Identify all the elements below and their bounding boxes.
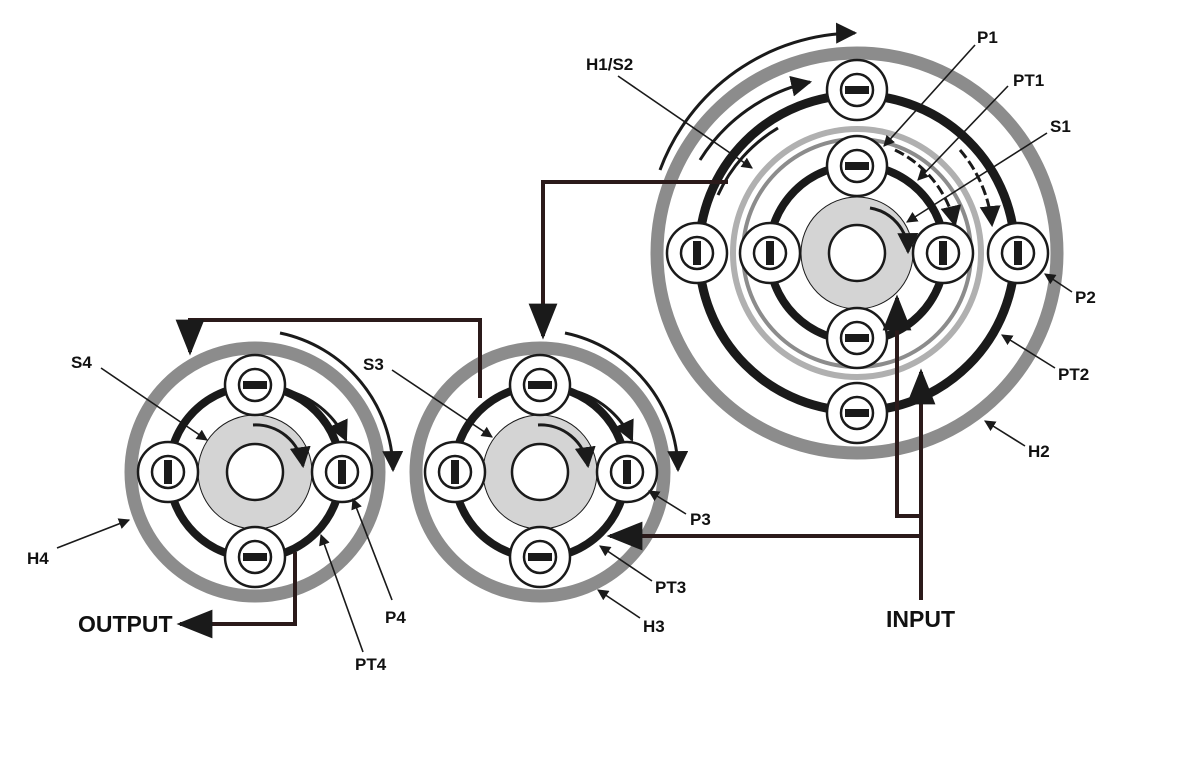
- gear-set-1-2: [650, 22, 1064, 460]
- leader-s4: [100, 367, 208, 441]
- flow-pt4-to-output: [176, 552, 297, 639]
- rotation-arrow-pt3: [577, 390, 634, 442]
- rotation-arrow-s1: [869, 206, 919, 255]
- label-h3: H3: [643, 617, 665, 636]
- leader-pt3: [599, 545, 653, 582]
- leader-p4: [351, 497, 393, 601]
- label-pt2: PT2: [1058, 365, 1089, 384]
- label-h1s2: H1/S2: [586, 55, 633, 74]
- rotation-arrow-s2: [958, 149, 1001, 228]
- label-p1: P1: [977, 28, 998, 47]
- rotation-arrow-s4: [252, 423, 311, 469]
- label-pt1: PT1: [1013, 71, 1044, 90]
- planet-p2-left: [665, 221, 729, 285]
- flow-input-to-s1: [882, 294, 923, 600]
- planet-p1-right: [911, 221, 975, 285]
- planet-p3-left: [423, 440, 487, 504]
- leader-s3: [391, 369, 493, 438]
- housing-h3: [409, 341, 671, 603]
- planet-p1-top: [825, 134, 889, 198]
- planet-p3-bottom: [508, 525, 572, 589]
- leader-h1s2: [617, 75, 753, 169]
- gear-set-3: [409, 331, 689, 603]
- label-output: OUTPUT: [78, 611, 173, 637]
- label-h2: H2: [1028, 442, 1050, 461]
- rotation-arrow-pt4: [291, 390, 348, 442]
- housing-h4: [124, 341, 386, 603]
- gear-set-4: [124, 331, 404, 603]
- planet-p4-bottom: [223, 525, 287, 589]
- planet-p1-bottom: [825, 306, 889, 370]
- labels: P1 PT1 S1 H1/S2 P2 PT2 H2 S3 P3 PT3 H3 S…: [27, 28, 1096, 674]
- label-h4: H4: [27, 549, 49, 568]
- rotation-arrow-pt1: [894, 148, 962, 228]
- rotation-arrow-h3: [564, 331, 689, 473]
- sun-s4-bore: [225, 442, 285, 502]
- planet-p4-top: [223, 353, 287, 417]
- ring-h1-s2-outer: [730, 126, 984, 380]
- rotation-arrow-h4: [279, 331, 404, 473]
- leader-p1: [883, 44, 976, 147]
- rotation-arrow-h1s2: [716, 126, 779, 196]
- planet-p3-top: [508, 353, 572, 417]
- label-s1: S1: [1050, 117, 1071, 136]
- label-p2: P2: [1075, 288, 1096, 307]
- rotation-arrow-h2: [658, 22, 858, 171]
- power-flow: [175, 180, 936, 639]
- leader-h3: [597, 589, 641, 619]
- planet-p4-right: [310, 440, 374, 504]
- leader-lines: [56, 44, 1073, 653]
- planet-p2-right: [986, 221, 1050, 285]
- label-input: INPUT: [886, 606, 955, 632]
- flow-pt3-to-s4: [175, 318, 482, 398]
- label-s3: S3: [363, 355, 384, 374]
- rotation-arrow-pt2: [698, 75, 813, 161]
- leader-h2: [984, 420, 1026, 447]
- label-p4: P4: [385, 608, 406, 627]
- sun-s3-bore: [510, 442, 570, 502]
- label-pt4: PT4: [355, 655, 387, 674]
- leader-pt1: [917, 85, 1009, 181]
- planet-p1-left: [738, 221, 802, 285]
- sun-s1-bore: [827, 223, 887, 283]
- leader-pt2: [1001, 334, 1056, 369]
- planet-p3-right: [595, 440, 659, 504]
- rotation-arrow-s3: [537, 423, 596, 469]
- label-pt3: PT3: [655, 578, 686, 597]
- leader-h4: [56, 518, 131, 549]
- leader-p2: [1044, 273, 1073, 293]
- flow-h1s2-to-s3: [528, 180, 728, 340]
- leader-s1: [906, 132, 1048, 223]
- housing-h2: [650, 46, 1064, 460]
- label-p3: P3: [690, 510, 711, 529]
- label-s4: S4: [71, 353, 92, 372]
- planet-p2-bottom: [825, 381, 889, 445]
- planet-p2-top: [825, 58, 889, 122]
- planet-p4-left: [136, 440, 200, 504]
- leader-p3: [648, 490, 687, 515]
- leader-pt4: [319, 533, 364, 653]
